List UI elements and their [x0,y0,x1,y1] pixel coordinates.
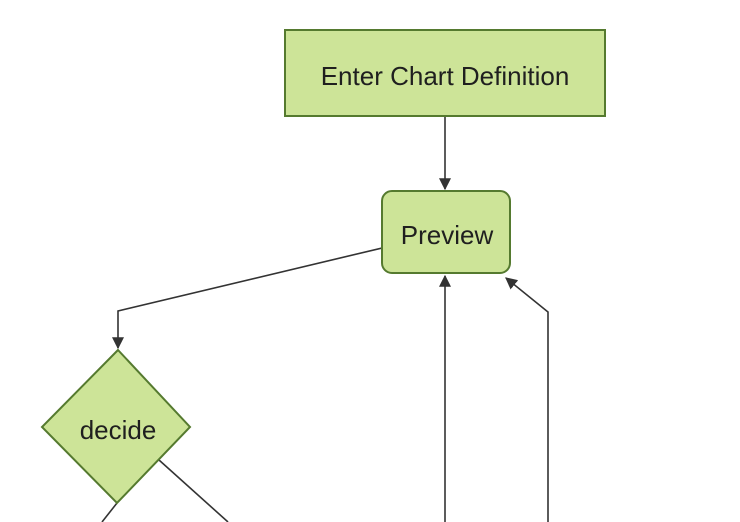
enter-chart-definition-label: Enter Chart Definition [321,61,570,91]
node-preview: Preview [381,190,511,274]
edge-decide-to-offscreen-bottom-right [158,459,229,522]
edge-offscreen-bottom-right-to-preview [505,277,549,522]
node-decide: decide [40,348,192,505]
decide-diamond [40,348,192,505]
preview-box [381,190,511,274]
enter-chart-definition-box [284,29,606,117]
edge-preview-to-decide [112,247,383,350]
preview-label: Preview [401,220,494,250]
decide-label: decide [80,415,157,445]
edge-decide-to-offscreen-bottom-left [101,502,118,522]
node-enter-chart-definition: Enter Chart Definition [284,29,606,117]
